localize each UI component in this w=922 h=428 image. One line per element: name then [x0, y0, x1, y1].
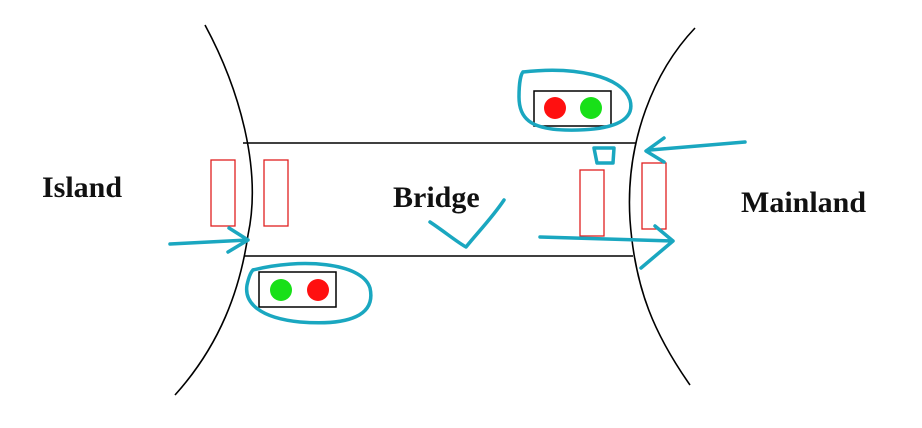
bridge-checkmark [428, 198, 506, 249]
island-outer-sensor [210, 159, 236, 227]
island-traffic-light [258, 271, 337, 308]
mainland-coastline [628, 27, 696, 386]
mainland-exit-arrow [538, 224, 675, 270]
mainland-entry-arrow [644, 136, 747, 164]
island-label: Island [42, 171, 122, 204]
mainland-label: Mainland [741, 186, 866, 219]
mainland-inner-sensor [579, 169, 605, 237]
island-inner-sensor [263, 159, 289, 227]
mainland-light-circle [517, 68, 633, 132]
small-square-mark [592, 146, 616, 165]
island-light-red [307, 279, 329, 301]
mainland-outer-sensor [641, 162, 667, 230]
mainland-traffic-light [533, 90, 612, 127]
island-light-green [270, 279, 292, 301]
island-coastline [174, 24, 254, 396]
mainland-light-green [580, 97, 602, 119]
mainland-light-red [544, 97, 566, 119]
island-light-circle [244, 261, 373, 325]
bridge-label: Bridge [393, 181, 480, 214]
island-entry-arrow [168, 226, 250, 254]
